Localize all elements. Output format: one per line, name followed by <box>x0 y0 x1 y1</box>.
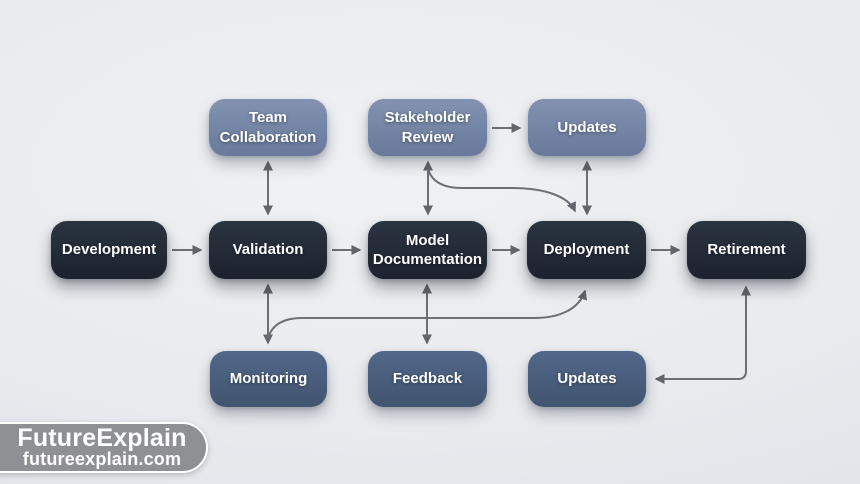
node-label: Feedback <box>392 370 463 388</box>
node-retirement[interactable]: Retirement <box>687 221 806 279</box>
node-updates-bottom[interactable]: Updates <box>528 351 646 407</box>
node-updates-top[interactable]: Updates <box>528 99 646 156</box>
node-label: Model Documentation <box>372 231 483 269</box>
edge-stakeholder-deployment-curve <box>427 167 576 213</box>
edge-retirement-updates-elbow <box>654 285 751 384</box>
node-stakeholder-review[interactable]: Stakeholder Review <box>368 99 487 156</box>
node-label: Development <box>61 241 157 259</box>
node-model-documentation[interactable]: Model Documentation <box>368 221 487 279</box>
node-feedback[interactable]: Feedback <box>368 351 487 407</box>
node-label: Retirement <box>707 241 786 259</box>
node-label: Updates <box>557 370 617 388</box>
node-label: Deployment <box>543 241 630 259</box>
edge-monitoring-deployment-curve <box>267 289 588 339</box>
watermark-title: FutureExplain <box>17 424 187 452</box>
node-label: Validation <box>232 241 304 259</box>
node-label: Stakeholder Review <box>384 109 471 146</box>
node-development[interactable]: Development <box>51 221 167 279</box>
watermark-url: futureexplain.com <box>22 449 182 469</box>
node-deployment[interactable]: Deployment <box>527 221 646 279</box>
watermark-badge: FutureExplain futureexplain.com <box>0 422 208 473</box>
node-team-collaboration[interactable]: Team Collaboration <box>209 99 327 156</box>
node-label: Team Collaboration <box>219 109 317 146</box>
node-validation[interactable]: Validation <box>209 221 327 279</box>
node-monitoring[interactable]: Monitoring <box>210 351 327 407</box>
node-label: Monitoring <box>229 370 308 388</box>
node-label: Updates <box>557 118 617 136</box>
